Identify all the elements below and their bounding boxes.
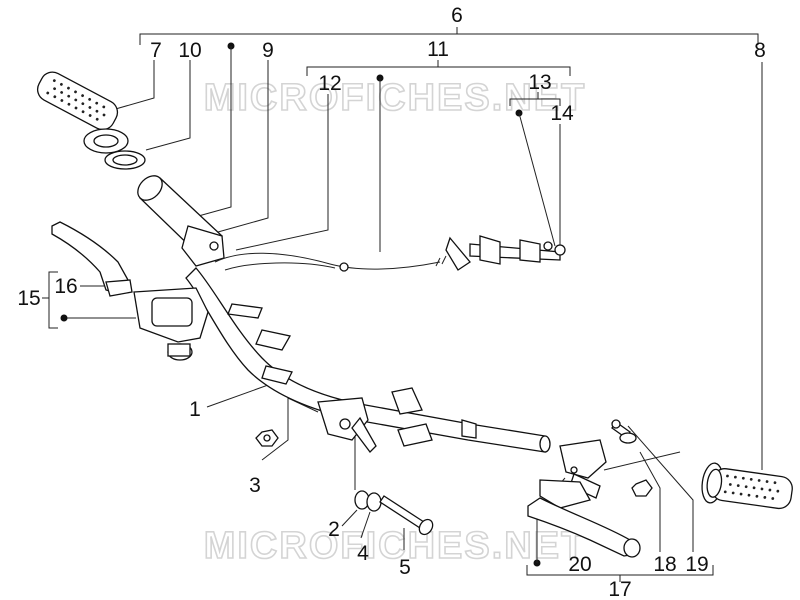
- watermark-bottom: MICROFICHES.NET: [204, 525, 587, 567]
- label-3: 3: [249, 474, 261, 497]
- label-14: 14: [550, 102, 574, 125]
- label-8: 8: [754, 39, 766, 62]
- handlebar-tube: [185, 267, 551, 453]
- label-12: 12: [318, 72, 341, 95]
- left-grip: [36, 71, 119, 131]
- label-6: 6: [451, 4, 463, 27]
- label-4: 4: [357, 542, 369, 565]
- throttle-sleeve: [137, 175, 225, 267]
- label-20: 20: [568, 553, 591, 576]
- throttle-cable: [214, 235, 566, 272]
- label-2: 2: [328, 518, 340, 541]
- label-1: 1: [189, 398, 201, 421]
- right-lever-assembly: [527, 439, 641, 558]
- label-13: 13: [528, 71, 551, 94]
- label-11: 11: [427, 38, 449, 61]
- bolt: [379, 495, 434, 536]
- left-brake-lever: [51, 221, 133, 297]
- label-10: 10: [178, 39, 201, 62]
- left-master-cylinder: [133, 287, 209, 361]
- spacer: [366, 492, 382, 512]
- part-number-labels: 6 7 10 9 11 8 12 13 14 16 15 1 3 2 4 5 2…: [17, 4, 766, 600]
- label-7: 7: [150, 39, 162, 62]
- label-9: 9: [262, 39, 274, 62]
- label-17: 17: [608, 578, 631, 600]
- label-19: 19: [685, 553, 708, 576]
- center-clamp: [317, 397, 377, 453]
- label-5: 5: [399, 556, 411, 579]
- nut: [255, 429, 279, 447]
- small-nut: [631, 479, 653, 497]
- label-15: 15: [17, 287, 40, 310]
- label-18: 18: [653, 553, 676, 576]
- lever-screw: [611, 419, 637, 444]
- right-grip: [701, 462, 793, 510]
- label-16: 16: [54, 275, 77, 298]
